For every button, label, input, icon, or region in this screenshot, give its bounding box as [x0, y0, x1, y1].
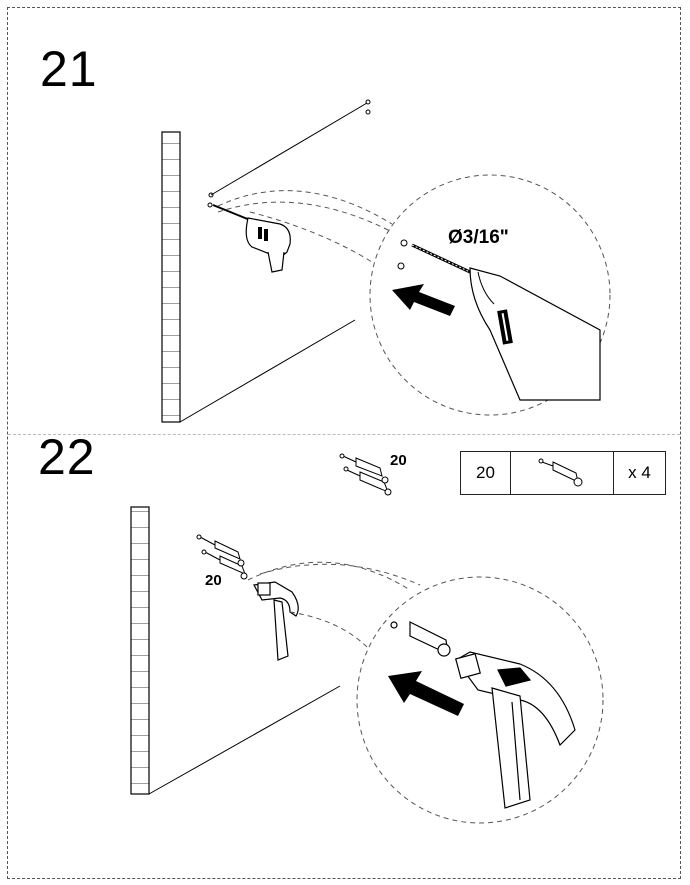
step-divider: [8, 434, 680, 435]
zoom-circle-step21: [369, 174, 611, 416]
step-number-21: 21: [40, 41, 98, 97]
zoom-circle-step22: [356, 576, 604, 824]
parts-table-image-cell: [511, 452, 615, 494]
zoom-leader-lines-step22: [247, 561, 421, 649]
page-frame: [7, 7, 681, 879]
wall-anchor-icon: [390, 621, 451, 657]
drill-bit-icon: [411, 243, 471, 274]
drill-icon: [212, 204, 291, 273]
wall-step22: [130, 506, 341, 795]
parts-table-quantity: x 4: [628, 463, 651, 482]
hammer-closeup: [455, 651, 576, 809]
step-number-22: 22: [38, 429, 96, 485]
wall-anchor-pair-near: [339, 453, 392, 496]
drill-hole-markers: [207, 99, 371, 208]
zoom-leader-lines-step21: [217, 190, 393, 263]
parts-table: 20 x 4: [460, 451, 666, 495]
hammer-icon: [253, 581, 299, 661]
part-label-wall: 20: [205, 572, 222, 589]
parts-table-part-id: 20: [461, 452, 512, 494]
push-arrow-icon-step22: [388, 671, 464, 716]
wall-anchor-pair-wall: [196, 534, 248, 580]
drill-size-label: Ø3/16": [448, 227, 509, 248]
wall-step21: [161, 131, 356, 423]
part-label-near: 20: [390, 452, 407, 469]
push-arrow-icon: [392, 284, 455, 316]
parts-table-anchor-icon: [538, 458, 583, 487]
